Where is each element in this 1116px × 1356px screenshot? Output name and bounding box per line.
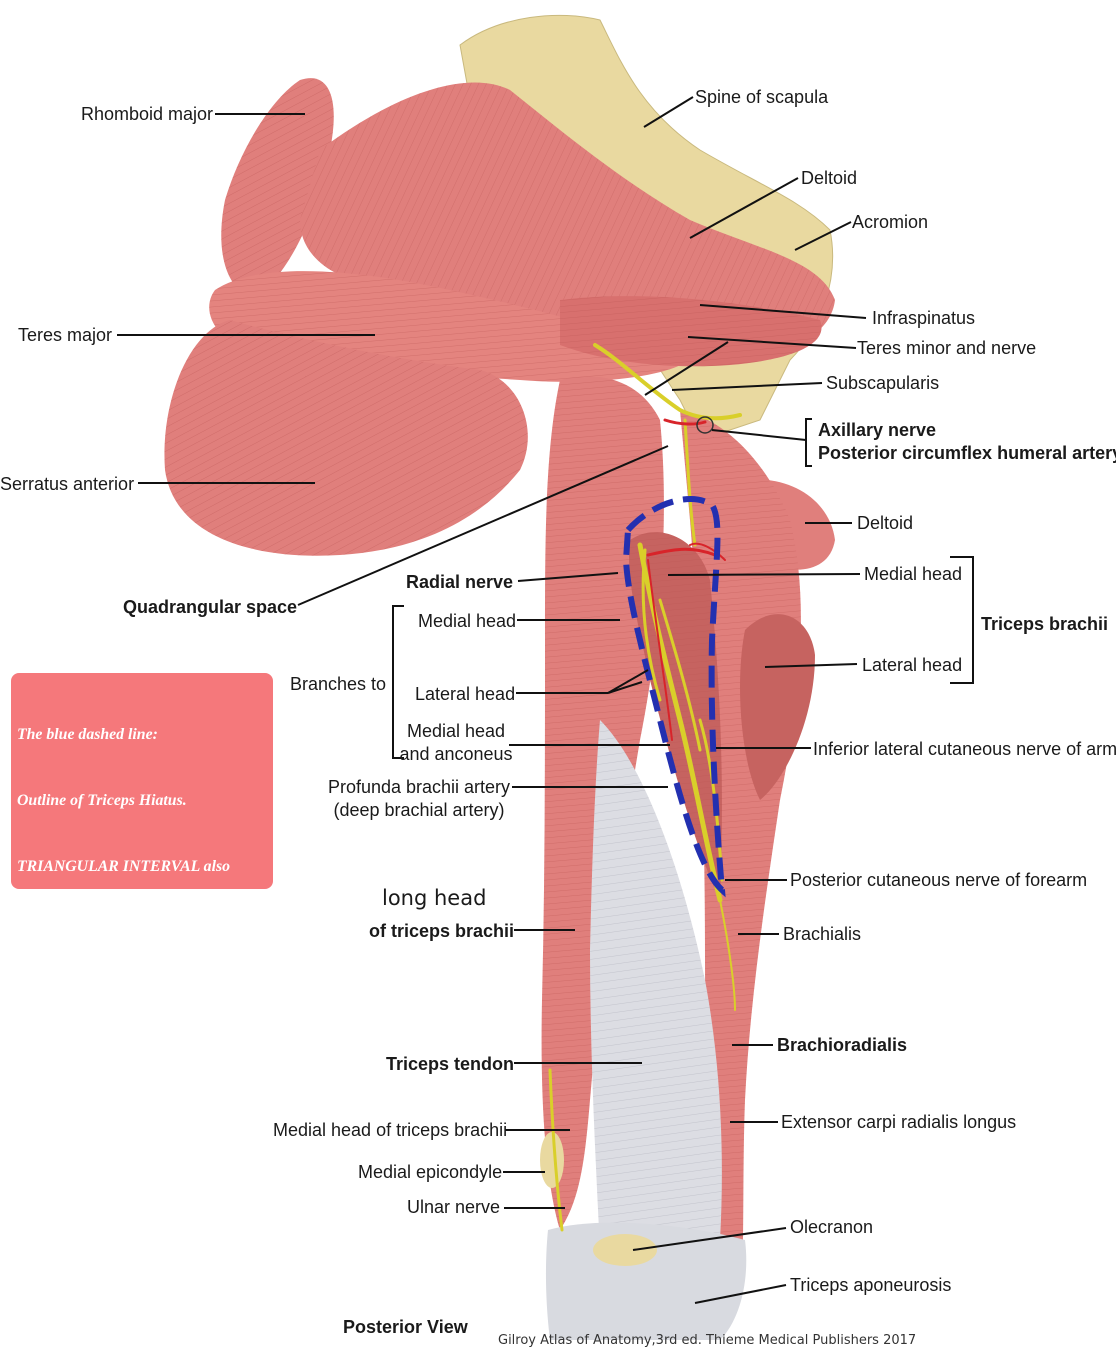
label-inferior-lateral-cutaneous: Inferior lateral cutaneous nerve of arm [813, 739, 1116, 759]
label-extensor-carpi: Extensor carpi radialis longus [781, 1112, 1017, 1132]
label-lateral-head-left: Lateral head [415, 684, 516, 704]
note-line: space. The other two spaces [17, 1122, 202, 1139]
note-line: TRIANGULAR INTERVAL also [17, 858, 231, 875]
label-teres-minor: Teres minor and nerve [857, 338, 1037, 358]
note-line: The blue dashed line: [17, 726, 158, 743]
label-serratus-anterior: Serratus anterior [0, 474, 135, 494]
label-quadrangular-space: Quadrangular space [123, 597, 298, 617]
label-profunda-2: (deep brachial artery) [333, 800, 505, 820]
label-teres-major: Teres major [18, 325, 113, 345]
note-line: Outline of Triceps Hiatus. [17, 792, 187, 809]
leader-lines [117, 96, 867, 1304]
label-branches-to: Branches to [290, 674, 387, 694]
brackets [392, 418, 974, 759]
label-ulnar-nerve: Ulnar nerve [407, 1197, 501, 1217]
label-deltoid-mid: Deltoid [857, 513, 914, 533]
label-spine-of-scapula: Spine of scapula [695, 87, 829, 107]
label-profunda-1: Profunda brachii artery [327, 777, 511, 797]
note-line: known as TRICEPS HIATUS [17, 924, 215, 941]
label-axillary-nerve: Axillary nerve [818, 420, 937, 440]
label-medial-head-left: Medial head [418, 611, 517, 631]
citation: Gilroy Atlas of Anatomy,3rd ed. Thieme M… [498, 1333, 917, 1348]
label-olecranon: Olecranon [790, 1217, 874, 1237]
label-brachialis: Brachialis [783, 924, 862, 944]
label-long-head-1: long head [382, 886, 487, 910]
label-deltoid-top: Deltoid [801, 168, 858, 188]
label-long-head-2: of triceps brachii [369, 921, 515, 941]
triceps-hiatus-outline [622, 496, 726, 898]
arteries [646, 418, 726, 741]
label-medial-head-anconeus-1: Medial head [406, 721, 506, 741]
label-rhomboid-major: Rhomboid major [81, 104, 214, 124]
note-line: is one of 3 intermuscular [17, 990, 185, 1007]
medial-epicondyle-shape [540, 1132, 564, 1188]
label-posterior-circumflex: Posterior circumflex humeral artery [818, 443, 1116, 463]
label-infraspinatus: Infraspinatus [872, 308, 976, 328]
label-triceps-brachii: Triceps brachii [981, 614, 1109, 634]
label-medial-epicondyle: Medial epicondyle [358, 1162, 503, 1182]
note-line: spaces found in the axillary [17, 1056, 201, 1073]
nerves [548, 343, 742, 1232]
label-brachioradialis: Brachioradialis [777, 1035, 908, 1055]
note-box: The blue dashed line: Outline of Triceps… [11, 673, 273, 1271]
label-medial-head-triceps: Medial head of triceps brachii [273, 1120, 508, 1140]
label-posterior-cutaneous: Posterior cutaneous nerve of forearm [790, 870, 1088, 890]
note-line: & TRIANGULAR space. [17, 1254, 179, 1271]
label-radial-nerve: Radial nerve [406, 572, 514, 592]
note-text: The blue dashed line: Outline of Triceps… [17, 680, 273, 1318]
label-triceps-aponeurosis: Triceps aponeurosis [790, 1275, 952, 1295]
label-subscapularis: Subscapularis [826, 373, 940, 393]
note-line: are: QUADRANGLE space [17, 1188, 200, 1205]
label-medial-head-right: Medial head [864, 564, 963, 584]
olecranon-shape [593, 1234, 657, 1266]
label-lateral-head-right: Lateral head [862, 655, 963, 675]
label-medial-head-anconeus-2: and anconeus [399, 744, 513, 764]
label-acromion: Acromion [852, 212, 929, 232]
label-triceps-tendon: Triceps tendon [386, 1054, 515, 1074]
axillary-ring [696, 416, 714, 434]
view-title: Posterior View [343, 1317, 468, 1337]
